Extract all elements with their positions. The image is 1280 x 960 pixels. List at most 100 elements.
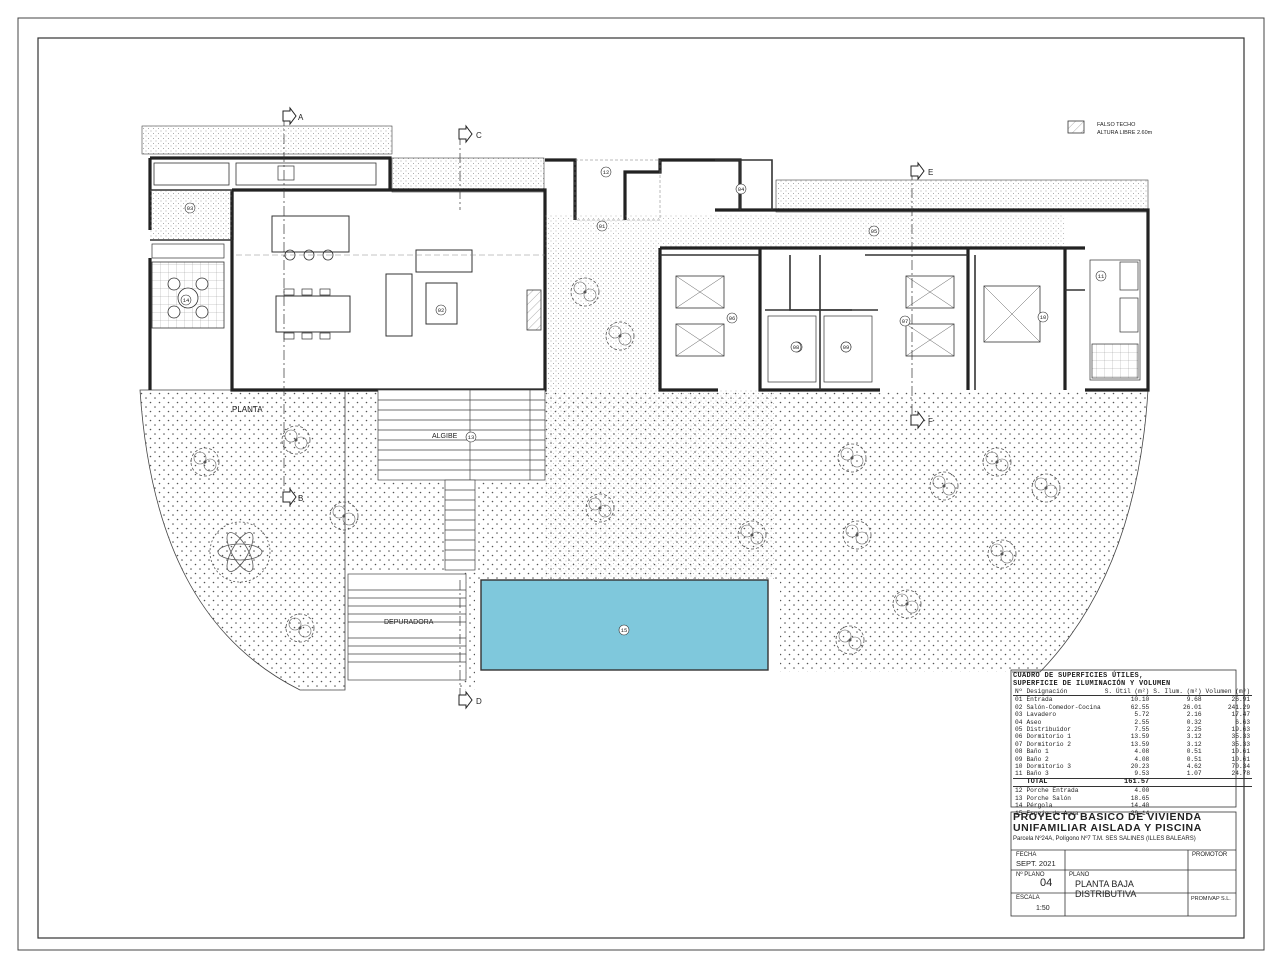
summary-cell: 70.34 [1231,763,1251,771]
summary-cell: Dormitorio 3 [1026,763,1071,771]
bed-1 [675,275,725,357]
summary-cell: Salón-Comedor-Cocina [1026,703,1101,711]
laundry-floor [150,190,232,240]
legend-item-1: FALSO TECHO [1097,122,1136,128]
fecha-value: SEPT. 2021 [1016,859,1056,868]
section-label-e: E [928,168,933,177]
dining-table [275,295,351,333]
summary-cell: 02 [1015,703,1023,711]
room-tag-07: 07 [899,315,911,327]
svg-text:05: 05 [871,228,878,235]
section-marker-c [458,125,473,143]
kitchen-counter-left [153,162,230,186]
summary-total-cell: 161.57 [1102,777,1152,788]
section-label-f: F [928,417,933,426]
summary-cell: 6.63 [1235,718,1251,726]
summary-cell: Porche Entrada [1026,787,1079,795]
summary-cell: 35.33 [1231,733,1251,741]
corridor-floor [545,215,1065,248]
summary-cell: Lavadero [1026,711,1057,719]
summary-cell: 13.59 [1130,733,1150,741]
svg-text:06: 06 [729,315,736,322]
bed-2 [905,275,955,357]
summary-cell: 62.55 [1130,703,1150,711]
svg-text:02: 02 [438,307,445,314]
summary-cell: 08 [1015,748,1023,756]
summary-cell: 10.61 [1231,748,1251,756]
summary-total-cell [1203,777,1253,788]
summary-cell: 1.07 [1186,770,1202,778]
plano-no-value: 04 [1040,877,1053,889]
room-tag-09: 09 [840,341,852,353]
summary-cell: Dormitorio 1 [1026,733,1071,741]
dining-chairs [283,288,331,340]
bath-fixtures [767,259,1141,383]
svg-text:09: 09 [843,344,850,351]
kitchen-sink [277,165,295,181]
svg-text:10: 10 [1040,314,1047,321]
summary-cell: 7.55 [1134,726,1150,734]
room-tag-08: 08 [790,341,802,353]
section-marker-e [910,162,925,180]
summary-cell [1204,787,1253,795]
col-no: Nº [1013,688,1025,697]
hedge-north-right [775,179,1149,213]
svg-text:15: 15 [621,627,628,634]
room-tag-13: 13 [465,431,477,443]
summary-cell: Dormitorio 2 [1026,740,1071,748]
svg-text:13: 13 [468,434,475,441]
col-util: S. Útil (m²) [1102,688,1152,697]
summary-title-2: SUPERFICIE DE ILUMINACIÓN Y VOLUMEN [1013,680,1171,688]
deck-depuradora [347,573,467,681]
project-title-line-2: UNIFAMILIAR AISLADA Y PISCINA [1013,822,1202,834]
summary-cell: 9.53 [1134,770,1150,778]
summary-cell [1151,802,1203,809]
summary-cell: 19.63 [1231,726,1251,734]
room-tag-12: 12 [600,166,612,178]
plano-name-2: DISTRIBUTIVA [1075,889,1137,899]
summary-cell: 35.33 [1231,740,1251,748]
svg-text:04: 04 [738,186,745,193]
deck-algibe [377,389,546,481]
summary-cell [1204,795,1253,802]
summary-cell: Aseo [1026,718,1042,726]
plano-no-label: Nº PLANO [1016,872,1045,878]
summary-cell: 03 [1015,711,1023,719]
summary-cell: Baño 3 [1026,770,1049,778]
room-tag-14: 14 [180,294,192,306]
col-volumen: Volumen (m³) [1203,688,1253,697]
summary-cell: Porche Salón [1026,794,1071,802]
summary-cell: 241.29 [1227,703,1251,711]
summary-cell: 0.32 [1186,718,1202,726]
summary-cell: 14 [1015,802,1023,810]
outer-border [17,17,1265,951]
plano-name-1: PLANTA BAJA [1075,879,1134,889]
plano-label: PLANO [1069,872,1090,878]
legend-swatch [1067,120,1085,134]
summary-cell: Pérgola [1026,802,1053,810]
summary-cell: 4.00 [1134,787,1150,795]
summary-cell [1151,787,1203,795]
title-block-frame [1010,669,1237,917]
summary-cell: 10.61 [1231,755,1251,763]
svg-text:08: 08 [793,344,800,351]
summary-cell: 04 [1015,718,1023,726]
summary-cell: 3.12 [1186,740,1202,748]
label-depuradora: DEPURADORA [384,619,434,626]
section-marker-a [282,107,297,125]
col-designation: Designación [1024,688,1103,697]
label-algibe: ALGIBE [432,433,458,440]
deck-walkway [444,479,476,571]
svg-text:14: 14 [183,297,190,304]
summary-cell: 14.40 [1130,802,1150,810]
summary-cell: Espejo de Agua [1026,809,1079,817]
svg-text:12: 12 [603,169,610,176]
